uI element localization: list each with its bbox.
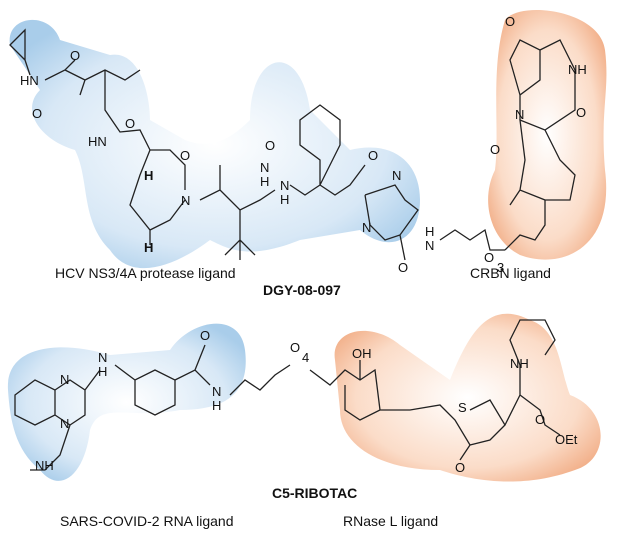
- svg-text:4: 4: [302, 350, 309, 365]
- svg-text:N: N: [260, 160, 269, 175]
- svg-text:3: 3: [497, 260, 504, 275]
- hcv-ligand-label: HCV NS3/4A protease ligand: [55, 265, 236, 281]
- svg-text:O: O: [290, 340, 300, 355]
- svg-text:O: O: [455, 460, 465, 475]
- svg-text:N: N: [425, 238, 434, 253]
- c5-ribotac-name: C5-RIBOTAC: [272, 485, 357, 501]
- svg-text:N: N: [212, 384, 221, 399]
- svg-text:O: O: [32, 106, 42, 121]
- svg-text:O: O: [125, 116, 135, 131]
- svg-text:O: O: [368, 148, 378, 163]
- top-atom-labels: HN O O HN O H H N O N H O N H N N O N H …: [20, 14, 587, 275]
- dgy-08-097-name: DGY-08-097: [263, 282, 341, 298]
- rnase-ligand-highlight: [334, 313, 601, 482]
- svg-text:OH: OH: [352, 346, 372, 361]
- svg-text:N: N: [98, 350, 107, 365]
- svg-text:O: O: [484, 250, 494, 265]
- svg-text:H: H: [144, 240, 153, 255]
- hcv-ligand-highlight: [9, 19, 420, 269]
- top-molecule-bonds: [9, 28, 576, 261]
- rnase-l-ligand-label: RNase L ligand: [343, 513, 438, 529]
- svg-text:N: N: [280, 178, 289, 193]
- svg-text:N: N: [392, 168, 401, 183]
- svg-text:O: O: [265, 138, 275, 153]
- sars-ligand-label: SARS-COVID-2 RNA ligand: [60, 513, 234, 529]
- svg-text:S: S: [458, 400, 467, 415]
- svg-text:H: H: [260, 174, 269, 189]
- svg-text:O: O: [535, 412, 545, 427]
- svg-text:N: N: [515, 107, 524, 122]
- svg-text:H: H: [280, 192, 289, 207]
- svg-text:H: H: [98, 364, 107, 379]
- svg-text:O: O: [576, 105, 586, 120]
- svg-text:H: H: [212, 398, 221, 413]
- svg-text:HN: HN: [88, 134, 107, 149]
- svg-text:O: O: [398, 260, 408, 275]
- svg-text:HN: HN: [20, 73, 39, 88]
- bottom-atom-labels: N N N H NH O N H O 4 OH S NH O OEt O: [35, 328, 578, 475]
- svg-text:O: O: [180, 148, 190, 163]
- svg-text:H: H: [425, 224, 434, 239]
- svg-text:O: O: [505, 14, 515, 29]
- svg-text:O: O: [490, 142, 500, 157]
- svg-text:H: H: [144, 168, 153, 183]
- svg-text:N: N: [362, 220, 371, 235]
- svg-text:N: N: [181, 193, 190, 208]
- svg-text:O: O: [70, 48, 80, 63]
- bottom-molecule-bonds: [14, 319, 561, 471]
- crbn-ligand-label: CRBN ligand: [470, 265, 551, 281]
- svg-text:O: O: [200, 328, 210, 343]
- svg-text:NH: NH: [35, 458, 54, 473]
- svg-text:NH: NH: [568, 62, 587, 77]
- svg-text:N: N: [60, 416, 69, 431]
- svg-text:OEt: OEt: [555, 432, 578, 447]
- svg-text:NH: NH: [510, 356, 529, 371]
- svg-text:N: N: [60, 372, 69, 387]
- sars-ligand-highlight: [7, 323, 246, 481]
